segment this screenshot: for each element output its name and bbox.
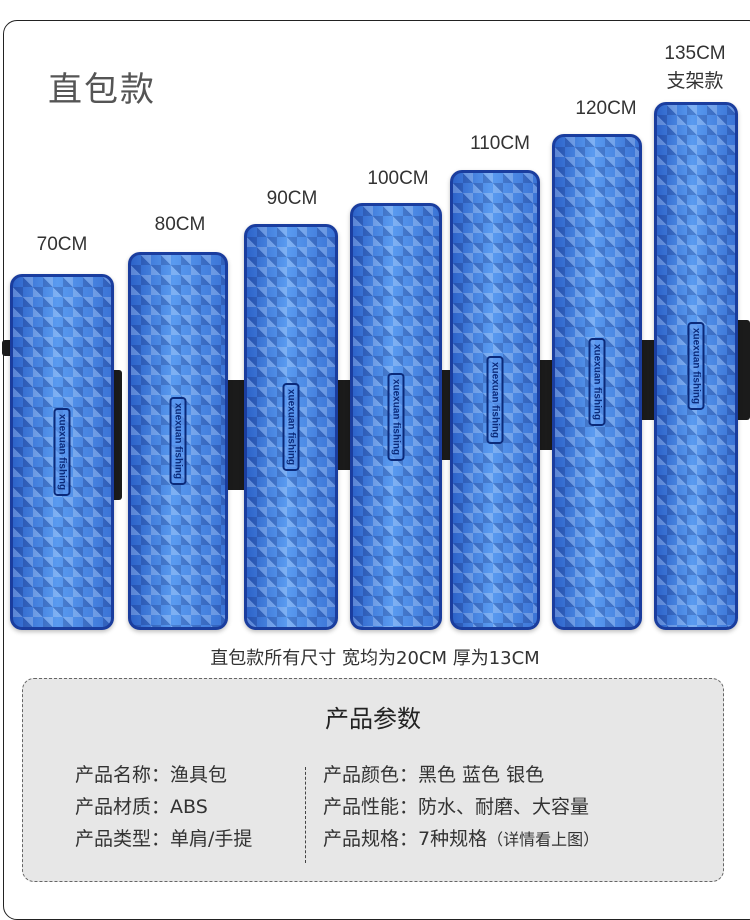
case-135: xuexuan fishing — [654, 102, 738, 630]
spec-row-color: 产品颜色：黑色 蓝色 银色 — [323, 759, 599, 791]
spec-row-name: 产品名称：渔具包 — [75, 759, 252, 791]
spec-key: 产品规格： — [323, 828, 419, 850]
brand-badge: xuexuan fishing — [486, 355, 504, 445]
brand-badge: xuexuan fishing — [53, 407, 71, 497]
spec-col-left: 产品名称：渔具包 产品材质：ABS 产品类型：单肩/手提 — [75, 759, 252, 855]
size-label-100: 100CM — [367, 168, 429, 189]
brand-badge: xuexuan fishing — [169, 396, 187, 486]
spec-value: 防水、耐磨、大容量 — [418, 796, 590, 818]
size-label-70: 70CM — [36, 234, 88, 255]
spec-value: ABS — [170, 796, 208, 818]
case-80: xuexuan fishing — [128, 252, 228, 630]
size-label-110: 110CM — [470, 133, 530, 154]
spec-row-spec: 产品规格：7种规格（详情看上图） — [323, 823, 599, 856]
case-100: xuexuan fishing — [350, 203, 442, 630]
size-label-135: 135CM 支架款 — [650, 40, 740, 96]
size-label-90: 90CM — [266, 188, 318, 209]
spec-key: 产品类型： — [75, 828, 171, 850]
spec-value: 7种规格 — [418, 828, 488, 850]
size-label-120: 120CM — [575, 98, 637, 119]
brand-badge: xuexuan fishing — [387, 372, 405, 461]
brand-badge: xuexuan fishing — [282, 382, 300, 472]
case-90: xuexuan fishing — [244, 224, 338, 630]
spec-box: 产品参数 产品名称：渔具包 产品材质：ABS 产品类型：单肩/手提 产品颜色：黑… — [22, 678, 724, 882]
spec-col-right: 产品颜色：黑色 蓝色 银色 产品性能：防水、耐磨、大容量 产品规格：7种规格（详… — [323, 759, 599, 856]
spec-key: 产品名称： — [75, 764, 171, 786]
spec-value: 黑色 蓝色 银色 — [418, 764, 545, 786]
size-label-135-sub: 支架款 — [666, 71, 724, 92]
spec-key: 产品性能： — [323, 796, 419, 818]
spec-row-material: 产品材质：ABS — [75, 791, 252, 823]
size-label-80: 80CM — [154, 214, 206, 235]
case-70: xuexuan fishing — [10, 274, 114, 630]
brand-badge: xuexuan fishing — [687, 321, 705, 411]
page-title: 直包款 — [48, 70, 156, 110]
spec-divider — [305, 767, 306, 863]
case-110: xuexuan fishing — [450, 170, 540, 630]
spec-key: 产品颜色： — [323, 764, 419, 786]
size-note: 直包款所有尺寸 宽均为20CM 厚为13CM — [210, 648, 540, 669]
size-label-135-main: 135CM — [664, 43, 726, 64]
spec-title: 产品参数 — [325, 705, 421, 733]
spec-value: 单肩/手提 — [170, 828, 253, 850]
brand-badge: xuexuan fishing — [588, 337, 606, 427]
spec-row-type: 产品类型：单肩/手提 — [75, 823, 252, 855]
case-120: xuexuan fishing — [552, 134, 642, 630]
spec-row-performance: 产品性能：防水、耐磨、大容量 — [323, 791, 599, 823]
spec-value: 渔具包 — [170, 764, 228, 786]
spec-key: 产品材质： — [75, 796, 171, 818]
spec-note: （详情看上图） — [487, 830, 600, 849]
